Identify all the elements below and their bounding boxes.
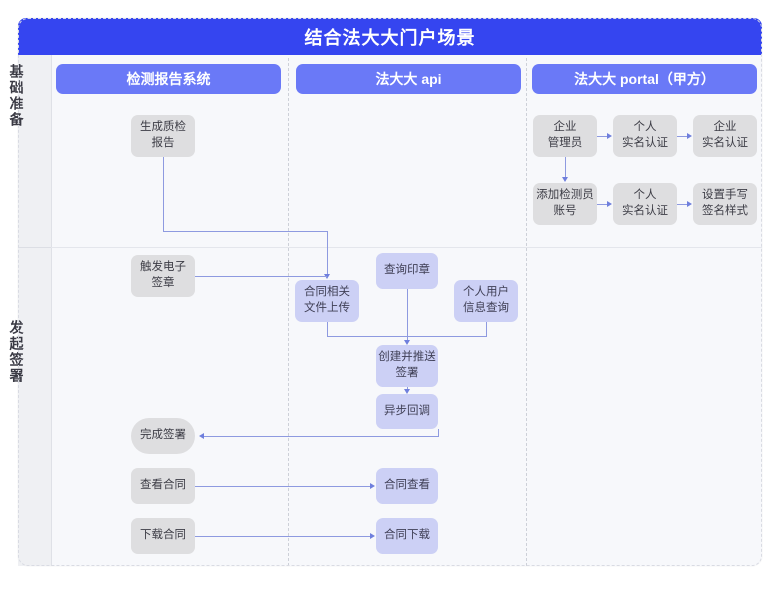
- column-header-inspection-system[interactable]: 检测报告系统: [56, 64, 281, 94]
- connector-report-down: [163, 157, 164, 231]
- connector-trigger-to-upload: [195, 276, 327, 277]
- connector-view-contract: [195, 486, 371, 487]
- column-header-fadada-portal[interactable]: 法大大 portal（甲方）: [532, 64, 757, 94]
- column-divider-2: [526, 58, 527, 566]
- connector-report-down2: [327, 231, 328, 275]
- arrow-inspector-to-auth2: [607, 200, 612, 207]
- connector-inspector-to-auth2: [597, 204, 608, 205]
- arrow-admin-to-inspector: [561, 177, 568, 182]
- connector-callback-left: [204, 436, 439, 437]
- sidebar-edge: [51, 55, 52, 566]
- connector-auth1-to-entauth: [677, 136, 688, 137]
- arrow-create-to-callback: [403, 389, 410, 394]
- arrow-to-create-push-sign: [403, 340, 410, 345]
- node-query-user-info[interactable]: 个人用户 信息查询: [454, 280, 518, 322]
- arrow-auth1-to-entauth: [687, 132, 692, 139]
- connector-download-contract: [195, 536, 371, 537]
- node-query-seal[interactable]: 查询印章: [376, 253, 438, 289]
- node-async-callback[interactable]: 异步回调: [376, 394, 438, 429]
- swimlane-sidebar: [18, 55, 51, 566]
- connector-seal-down: [407, 289, 408, 340]
- lane-label-preparation: 基础准备: [8, 64, 25, 128]
- sidebar-divider: [18, 247, 51, 248]
- page-title: 结合法大大门户场景: [304, 27, 476, 48]
- node-set-signature-style[interactable]: 设置手写 签名样式: [693, 183, 757, 225]
- arrow-admin-to-auth1: [607, 132, 612, 139]
- node-personal-auth-1[interactable]: 个人 实名认证: [613, 115, 677, 157]
- arrow-view-contract: [370, 482, 375, 489]
- lane-label-signing: 发起签署: [8, 319, 25, 384]
- node-generate-report[interactable]: 生成质检 报告: [131, 115, 195, 157]
- connector-report-right: [163, 231, 327, 232]
- column-header-fadada-api[interactable]: 法大大 api: [296, 64, 521, 94]
- node-enterprise-auth[interactable]: 企业 实名认证: [693, 115, 757, 157]
- node-create-push-sign[interactable]: 创建并推送 签署: [376, 345, 438, 387]
- node-view-contract[interactable]: 查看合同: [131, 468, 195, 504]
- connector-userinfo-down: [486, 322, 487, 336]
- diagram-title-bar: 结合法大大门户场景: [18, 18, 762, 55]
- arrow-auth2-to-style: [687, 200, 692, 207]
- connector-upload-down: [327, 322, 328, 336]
- lane-row-divider: [51, 247, 762, 248]
- column-divider-1: [288, 58, 289, 566]
- node-contract-view[interactable]: 合同查看: [376, 468, 438, 504]
- arrow-callback-to-finish: [199, 432, 204, 439]
- connector-admin-to-auth1: [597, 136, 608, 137]
- node-contract-download[interactable]: 合同下载: [376, 518, 438, 554]
- node-trigger-seal[interactable]: 触发电子 签章: [131, 255, 195, 297]
- connector-auth2-to-style: [677, 204, 688, 205]
- connector-callback-down: [438, 429, 439, 436]
- arrow-download-contract: [370, 532, 375, 539]
- node-enterprise-admin[interactable]: 企业 管理员: [533, 115, 597, 157]
- node-add-inspector-account[interactable]: 添加检测员 账号: [533, 183, 597, 225]
- connector-admin-to-inspector: [565, 157, 566, 178]
- node-finish-sign[interactable]: 完成签署: [131, 418, 195, 454]
- node-download-contract[interactable]: 下载合同: [131, 518, 195, 554]
- node-personal-auth-2[interactable]: 个人 实名认证: [613, 183, 677, 225]
- node-upload-contract-files[interactable]: 合同相关 文件上传: [295, 280, 359, 322]
